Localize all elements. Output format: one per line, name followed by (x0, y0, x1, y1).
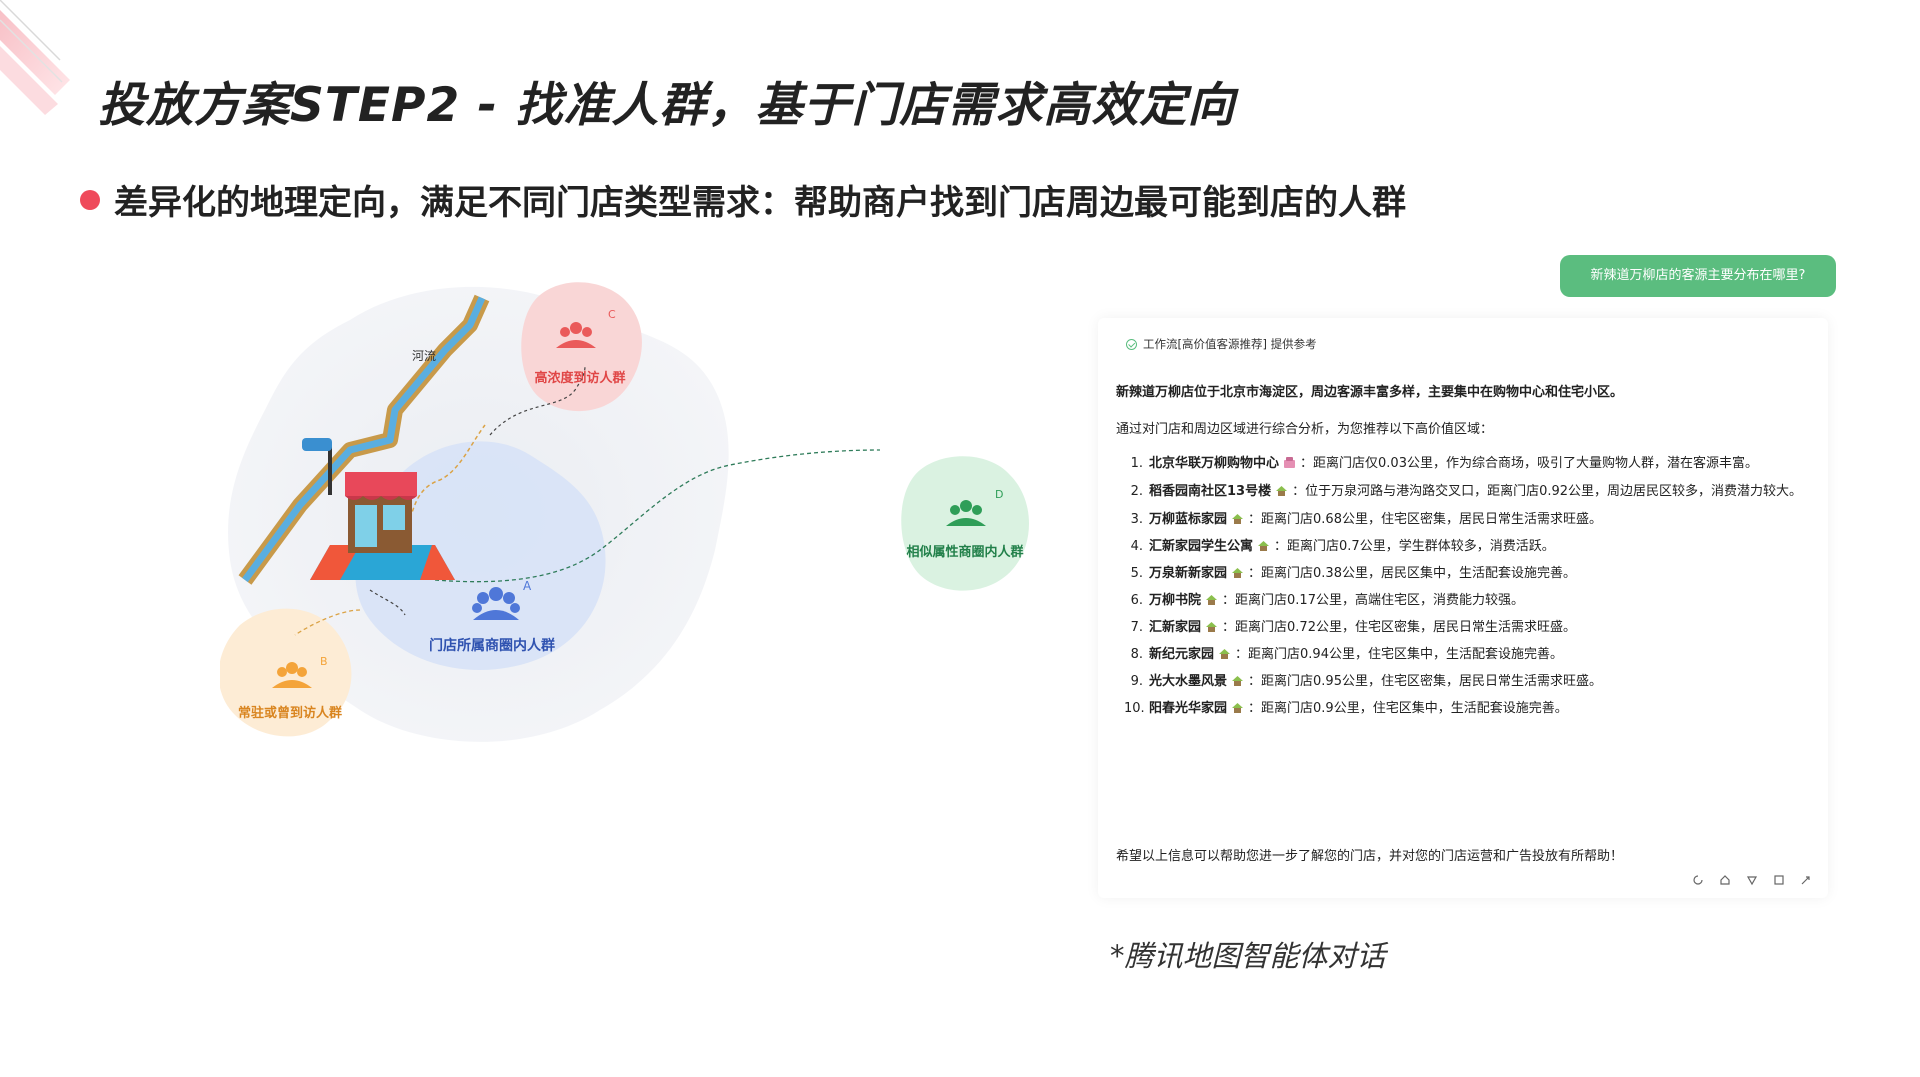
people-icon-a (472, 587, 520, 620)
list-item: 1. 北京华联万柳购物中心：距离门店仅0.03公里，作为综合商场，吸引了大量购物人… (1124, 453, 1814, 475)
residence-icon (1231, 511, 1244, 524)
group-c-label: 高浓度到访人群 (534, 370, 625, 386)
item-desc: 距离门店0.9公里，住宅区集中，生活配套设施完善。 (1261, 701, 1568, 716)
item-body: 阳春光华家园：距离门店0.9公里，住宅区集中，生活配套设施完善。 (1149, 700, 1568, 716)
user-question-bubble: 新辣道万柳店的客源主要分布在哪里? (1560, 255, 1836, 297)
bullet-text: 差异化的地理定向，满足不同门店类型需求：帮助商户找到门店周边最可能到店的人群 (114, 183, 1406, 223)
item-name: 万柳书院 (1149, 593, 1202, 608)
residence-icon (1257, 538, 1270, 551)
item-desc: 位于万泉河路与港沟路交叉口，距离门店0.92公里，周边居民区较多，消费潜力较大。 (1305, 484, 1803, 499)
bullet-point: 差异化的地理定向，满足不同门店类型需求：帮助商户找到门店周边最可能到店的人群 (80, 175, 1406, 224)
bullet-dot (80, 189, 100, 210)
item-body: 光大水墨风景：距离门店0.95公里，住宅区密集，居民日常生活需求旺盛。 (1149, 673, 1602, 689)
item-name: 光大水墨风景 (1149, 674, 1228, 689)
item-number: 1. (1130, 456, 1143, 471)
answer-subintro: 通过对门店和周边区域进行综合分析，为您推荐以下高价值区域： (1116, 422, 1494, 437)
item-desc: 距离门店0.17公里，高端住宅区，消费能力较强。 (1235, 593, 1524, 608)
refresh-icon[interactable] (1692, 874, 1704, 886)
item-name: 万柳蓝标家园 (1149, 512, 1228, 527)
residence-icon (1231, 700, 1244, 713)
list-item: 6. 万柳书院：距离门店0.17公里，高端住宅区，消费能力较强。 (1124, 590, 1814, 612)
item-name: 新纪元家园 (1149, 647, 1215, 662)
list-item: 3. 万柳蓝标家园：距离门店0.68公里，住宅区密集，居民日常生活需求旺盛。 (1124, 509, 1814, 531)
like-icon[interactable] (1719, 874, 1731, 886)
item-number: 9. (1130, 674, 1143, 689)
store-icon (302, 438, 455, 580)
item-desc: 距离门店0.72公里，住宅区密集，居民日常生活需求旺盛。 (1235, 620, 1576, 635)
item-body: 万泉新新家园：距离门店0.38公里，居民区集中，生活配套设施完善。 (1149, 565, 1576, 581)
residence-icon (1231, 673, 1244, 686)
item-number: 6. (1130, 593, 1143, 608)
slide-caption: *腾讯地图智能体对话 (1110, 939, 1386, 973)
group-b-label: 常驻或曾到访人群 (238, 705, 342, 721)
chat-answer-card: 工作流[高价值客源推荐] 提供参考 新辣道万柳店位于北京市海淀区，周边客源丰富多… (1098, 318, 1828, 898)
item-body: 汇新家园学生公寓：距离门店0.7公里，学生群体较多，消费活跃。 (1149, 538, 1555, 554)
item-name: 稻香园南社区13号楼 (1149, 484, 1272, 499)
item-desc: 距离门店0.95公里，住宅区密集，居民日常生活需求旺盛。 (1261, 674, 1602, 689)
residence-icon (1205, 619, 1218, 632)
people-icon-b (272, 662, 312, 688)
residence-icon (1275, 483, 1288, 496)
item-desc: 距离门店0.38公里，居民区集中，生活配套设施完善。 (1261, 566, 1576, 581)
item-name: 万泉新新家园 (1149, 566, 1228, 581)
answer-outro: 希望以上信息可以帮助您进一步了解您的门店，并对您的门店运营和广告投放有所帮助！ (1116, 849, 1624, 864)
answer-intro: 新辣道万柳店位于北京市海淀区，周边客源丰富多样，主要集中在购物中心和住宅小区。 (1116, 385, 1624, 400)
item-name: 北京华联万柳购物中心 (1149, 456, 1280, 471)
item-number: 7. (1130, 620, 1143, 635)
item-body: 北京华联万柳购物中心：距离门店仅0.03公里，作为综合商场，吸引了大量购物人群，… (1149, 455, 1758, 471)
mall-icon (1283, 455, 1296, 468)
people-icon-c (556, 322, 596, 348)
people-icon-d (946, 500, 986, 526)
item-desc: 距离门店仅0.03公里，作为综合商场，吸引了大量购物人群，潜在客源丰富。 (1313, 456, 1758, 471)
check-circle-icon (1126, 338, 1137, 350)
item-number: 4. (1130, 539, 1143, 554)
answer-actions (1677, 874, 1812, 886)
targeting-illustration: 河流 A 门店所属商圈内人群 B 常驻或曾到访人群 (220, 282, 1030, 742)
group-c-letter: C (608, 308, 616, 321)
workflow-provider: 工作流[高价值客源推荐] 提供参考 (1126, 336, 1317, 352)
group-a-label: 门店所属商圈内人群 (429, 637, 555, 654)
group-d-label: 相似属性商圈内人群 (906, 544, 1023, 560)
provider-text: 工作流[高价值客源推荐] 提供参考 (1143, 337, 1317, 351)
residence-icon (1218, 646, 1231, 659)
corner-decoration (0, 0, 70, 115)
residence-icon (1231, 565, 1244, 578)
item-desc: 距离门店0.94公里，住宅区集中，生活配套设施完善。 (1248, 647, 1563, 662)
item-number: 10. (1124, 701, 1145, 716)
dislike-icon[interactable] (1746, 874, 1758, 886)
item-body: 稻香园南社区13号楼：位于万泉河路与港沟路交叉口，距离门店0.92公里，周边居民… (1149, 483, 1803, 499)
item-desc: 距离门店0.7公里，学生群体较多，消费活跃。 (1287, 539, 1555, 554)
river-label: 河流 (412, 349, 436, 363)
item-body: 万柳书院：距离门店0.17公里，高端住宅区，消费能力较强。 (1149, 592, 1524, 608)
item-number: 3. (1130, 512, 1143, 527)
item-desc: 距离门店0.68公里，住宅区密集，居民日常生活需求旺盛。 (1261, 512, 1602, 527)
slide-title: 投放方案STEP2 - 找准人群，基于门店需求高效定向 (98, 78, 1236, 133)
list-item: 4. 汇新家园学生公寓：距离门店0.7公里，学生群体较多，消费活跃。 (1124, 536, 1814, 558)
item-name: 汇新家园 (1149, 620, 1202, 635)
item-number: 5. (1130, 566, 1143, 581)
item-body: 汇新家园：距离门店0.72公里，住宅区密集，居民日常生活需求旺盛。 (1149, 619, 1576, 635)
list-item: 5. 万泉新新家园：距离门店0.38公里，居民区集中，生活配套设施完善。 (1124, 563, 1814, 585)
list-item: 8. 新纪元家园：距离门店0.94公里，住宅区集中，生活配套设施完善。 (1124, 644, 1814, 666)
recommendation-list: 1. 北京华联万柳购物中心：距离门店仅0.03公里，作为综合商场，吸引了大量购物人… (1124, 453, 1814, 725)
item-name: 阳春光华家园 (1149, 701, 1228, 716)
list-item: 2. 稻香园南社区13号楼：位于万泉河路与港沟路交叉口，距离门店0.92公里，周边… (1124, 481, 1814, 503)
group-a-letter: A (523, 579, 532, 593)
item-name: 汇新家园学生公寓 (1149, 539, 1254, 554)
list-item: 10. 阳春光华家园：距离门店0.9公里，住宅区集中，生活配套设施完善。 (1124, 698, 1814, 720)
item-number: 8. (1130, 647, 1143, 662)
list-item: 7. 汇新家园：距离门店0.72公里，住宅区密集，居民日常生活需求旺盛。 (1124, 617, 1814, 639)
item-number: 2. (1130, 484, 1143, 499)
share-icon[interactable] (1800, 874, 1812, 886)
residence-icon (1205, 592, 1218, 605)
item-body: 万柳蓝标家园：距离门店0.68公里，住宅区密集，居民日常生活需求旺盛。 (1149, 511, 1602, 527)
group-d-letter: D (995, 488, 1003, 501)
copy-icon[interactable] (1773, 874, 1785, 886)
list-item: 9. 光大水墨风景：距离门店0.95公里，住宅区密集，居民日常生活需求旺盛。 (1124, 671, 1814, 693)
item-body: 新纪元家园：距离门店0.94公里，住宅区集中，生活配套设施完善。 (1149, 646, 1563, 662)
group-b-letter: B (320, 655, 328, 668)
